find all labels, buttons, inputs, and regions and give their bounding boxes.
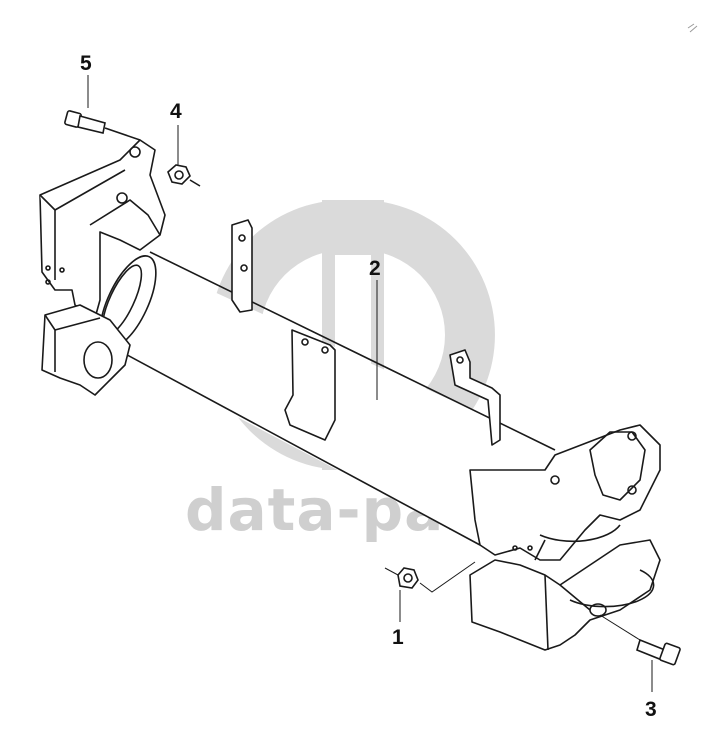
corner-mark-icon xyxy=(687,23,698,33)
callout-2: 2 xyxy=(369,257,381,280)
bolt-5-icon xyxy=(64,110,141,141)
nut-4-icon xyxy=(167,164,201,187)
leader-line-1a xyxy=(384,567,399,576)
leader-line-1b xyxy=(419,561,476,593)
cross-tube-beam xyxy=(39,139,661,651)
callout-1: 1 xyxy=(392,626,404,649)
nut-1-icon xyxy=(397,567,419,589)
leader-line-3a xyxy=(599,614,641,641)
callout-3: 3 xyxy=(645,698,657,721)
callout-4: 4 xyxy=(170,100,182,123)
bolt-3-icon xyxy=(636,638,681,666)
callout-5: 5 xyxy=(80,52,92,75)
